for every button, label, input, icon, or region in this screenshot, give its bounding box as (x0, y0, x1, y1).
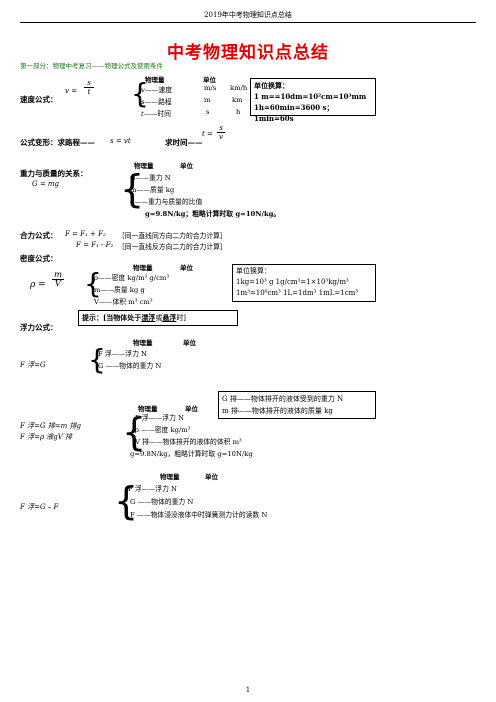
box-line: 1m³=10⁶cm³ 1L=1dm³ 1mL=1cm³ (236, 289, 359, 297)
speed-unit: m/s (204, 84, 217, 92)
spring-scale-row: F ——物体浸没液体中时弹簧测力计的读数 N (130, 511, 268, 519)
box-title: 单位换算： (236, 267, 271, 275)
transform-label: 公式变形：求路程—— (20, 138, 95, 147)
hint-suspended: 悬浮 (162, 313, 177, 322)
resultant-note-same: ［同一直线同方向二力的合力计算］ (118, 232, 227, 240)
buoyancy-header-qty: 物理量 (160, 473, 180, 481)
buoyancy-brace-1: { (88, 343, 106, 376)
density-row: ρ——密度 kg/m³ g/cm³ (94, 274, 170, 282)
speed-unit-alt: km/h (230, 84, 248, 92)
buoyancy-label: 浮力公式： (20, 323, 58, 332)
hint-end: 时] (176, 314, 187, 322)
page-title: 中考物理知识点总结 (167, 43, 329, 63)
box-line: 1kg=10³ g 1g/cm³=1×10³kg/m³ (236, 278, 349, 286)
section-heading: 第一部分：物理中考复习——物理公式及使用条件 (20, 62, 163, 70)
g-value-row: g=9.8N/kg；粗略计算时取 g=10N/kg。 (145, 210, 281, 218)
density-lhs: ρ = (30, 280, 46, 290)
hint-or: 或 (155, 314, 163, 322)
box-line: m 排——物体排开的液体的质量 kg (222, 407, 333, 415)
density-conversion-box: 单位换算： 1kg=10³ g 1g/cm³=1×10³kg/m³ 1m³=10… (232, 264, 376, 302)
g-ratio-row: g——重力与质量的比值 (130, 198, 203, 206)
speed-header-unit: 单位 (203, 76, 216, 84)
buoyancy-header-unit: 单位 (185, 405, 198, 413)
time-lhs: t = (202, 130, 213, 138)
density-header-unit: 单位 (180, 264, 193, 272)
buoyancy-brace-3: { (114, 479, 139, 523)
buoyancy-row: F 浮——浮力 N (98, 350, 147, 358)
gravity-header-qty: 物理量 (134, 162, 154, 170)
distance-unit-alt: km (232, 96, 243, 104)
time-label: 求时间—— (165, 138, 203, 147)
density-mass-row: m——质量 kg g (94, 286, 145, 294)
buoyancy-formula-3: F 浮=G – F (20, 503, 59, 511)
resultant-label: 合力公式： (20, 231, 58, 240)
gravity-formula: G = mg (32, 180, 60, 188)
gravity-row: G——重力 N (130, 174, 171, 182)
buoyancy-header-unit: 单位 (205, 473, 218, 481)
density-header-qty: 物理量 (133, 264, 153, 272)
speed-label: 速度公式： (20, 95, 58, 104)
resultant-formula-opposite: F = F₁ - F₂ (76, 241, 114, 249)
buoyancy-formula-2b: F 浮=ρ 液gV 排 (20, 433, 73, 441)
distance-unit: m (204, 96, 211, 104)
buoyancy-hint-box: 提示：[当物体处于漂浮或悬浮时] (78, 310, 238, 326)
distance-row: s——路程 (141, 98, 172, 106)
buoyancy-formula-1: F 浮=G (20, 361, 46, 369)
speed-header-qty: 物理量 (145, 76, 165, 84)
buoyancy-row: F 浮——浮力 N (135, 414, 184, 422)
buoyancy-header-unit: 单位 (183, 339, 196, 347)
buoyancy-formula-2a: F 浮=G 排=m 排g (20, 422, 81, 430)
length-time-conversion-box: 单位换算： 1 m==10dm=10²cm=10³mm 1h=60min=360… (250, 78, 376, 123)
speed-brace: { (131, 77, 149, 110)
speed-row: v——速度 (141, 86, 173, 94)
gravity-brace: { (120, 167, 145, 211)
distance-formula: s = vt (110, 137, 131, 145)
buoyancy-row: F 浮——浮力 N (128, 485, 177, 493)
gravity-label: 重力与质量的关系： (20, 169, 88, 178)
mass-row: m——质量 kg (130, 186, 175, 194)
buoyancy-header-qty: 物理量 (138, 405, 158, 413)
box-line: 1 m==10dm=10²cm=10³mm (254, 92, 367, 101)
hint-floating: 漂浮 (141, 313, 156, 322)
box-line: 1h=60min=3600 s； 1min=60s (254, 103, 334, 123)
page-number: 1 (245, 686, 251, 694)
time-row: t——时间 (141, 110, 171, 118)
time-unit: s (206, 108, 210, 116)
gravity-header-unit: 单位 (180, 162, 193, 170)
density-brace: { (84, 267, 102, 300)
density-label: 密度公式： (20, 254, 58, 263)
header-rule (20, 22, 476, 23)
liquid-density-row: ρ ——密度 kg/m³ (135, 426, 191, 434)
displaced-liquid-box: G 排——物体排开的液体受到的重力 N m 排——物体排开的液体的质量 kg (218, 391, 376, 419)
buoyancy-header-qty: 物理量 (133, 339, 153, 347)
resultant-formula-same: F = F₁ + F₂ (65, 230, 106, 238)
time-unit-alt: h (236, 108, 241, 116)
box-line: G 排——物体排开的液体受到的重力 N (222, 395, 344, 403)
page-header: 2019年中考物理知识点总结 (204, 11, 292, 19)
displaced-volume-row: V 排——物体排开的液体的体积 m³ (135, 438, 242, 446)
box-title: 单位换算： (254, 81, 289, 90)
weight-row: G ——物体的重力 N (98, 362, 162, 370)
hint-text: 提示：[当物体处于 (82, 313, 142, 322)
g-value-row: g=9.8N/kg，粗略计算时取 g=10N/kg (130, 450, 253, 458)
speed-lhs: v = (65, 87, 78, 95)
density-volume-row: V——体积 m³ cm³ (94, 298, 153, 306)
weight-row: G ——物体的重力 N (130, 498, 194, 506)
buoyancy-brace-2: { (122, 410, 147, 454)
resultant-note-opposite: ［同一直线反方向二力的合力计算］ (118, 243, 227, 251)
